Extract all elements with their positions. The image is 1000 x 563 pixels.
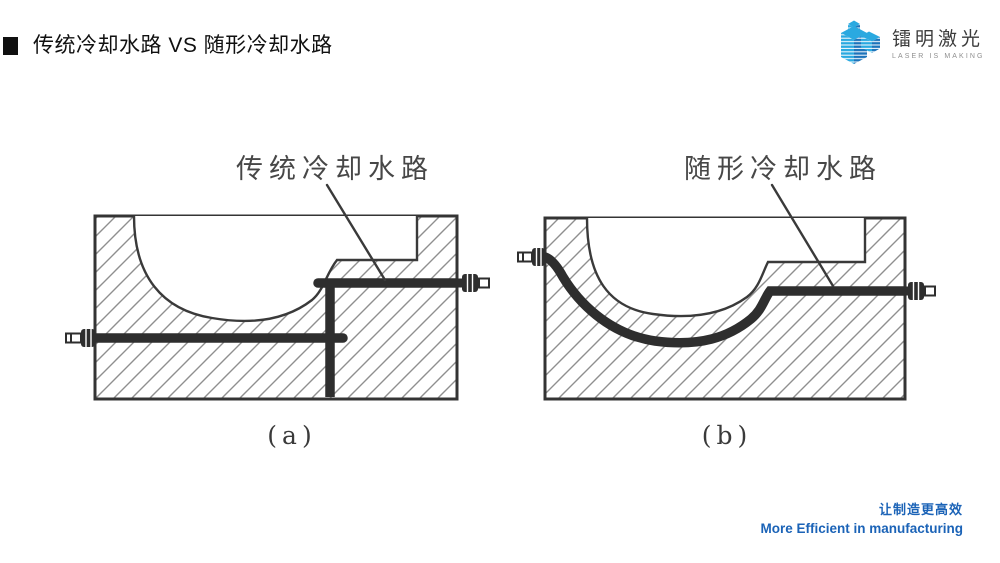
logo-tagline: LASER IS MAKING xyxy=(892,53,985,60)
diagram-traditional-cooling: 传统冷却水路 (a) xyxy=(65,154,490,450)
caption-b: (b) xyxy=(702,421,753,450)
page-title: 传统冷却水路 VS 随形冷却水路 xyxy=(33,34,333,57)
mold-cavity xyxy=(587,218,865,317)
callout-leader-line xyxy=(770,183,835,288)
cavity-outline xyxy=(585,217,867,318)
footer-slogan: 让制造更高效 More Efficient in manufacturing xyxy=(760,499,963,536)
hose-fitting-left-icon xyxy=(517,248,545,266)
title-bullet-square xyxy=(3,37,18,55)
logo-text-block: 镭明激光 LASER IS MAKING xyxy=(892,24,985,60)
footer-slogan-cn: 让制造更高效 xyxy=(878,502,963,517)
logo-name: 镭明激光 xyxy=(892,29,985,50)
footer-slogan-en: More Efficient in manufacturing xyxy=(760,521,963,536)
company-logo: 镭明激光 LASER IS MAKING xyxy=(834,15,985,69)
hose-fitting-right-icon xyxy=(905,282,936,300)
diagram-conformal-cooling: 随形冷却水路 (b) xyxy=(517,154,936,450)
logo-mark-icon xyxy=(841,20,880,64)
hose-fitting-left-icon xyxy=(65,329,95,347)
mold-cavity xyxy=(134,216,417,321)
caption-a: (a) xyxy=(267,421,316,450)
callout-traditional: 传统冷却水路 xyxy=(236,154,434,185)
hose-fitting-right-icon xyxy=(457,274,490,292)
conformal-cooling-channel xyxy=(540,252,910,348)
callout-leader-line xyxy=(325,183,387,282)
callout-conformal: 随形冷却水路 xyxy=(684,154,882,185)
